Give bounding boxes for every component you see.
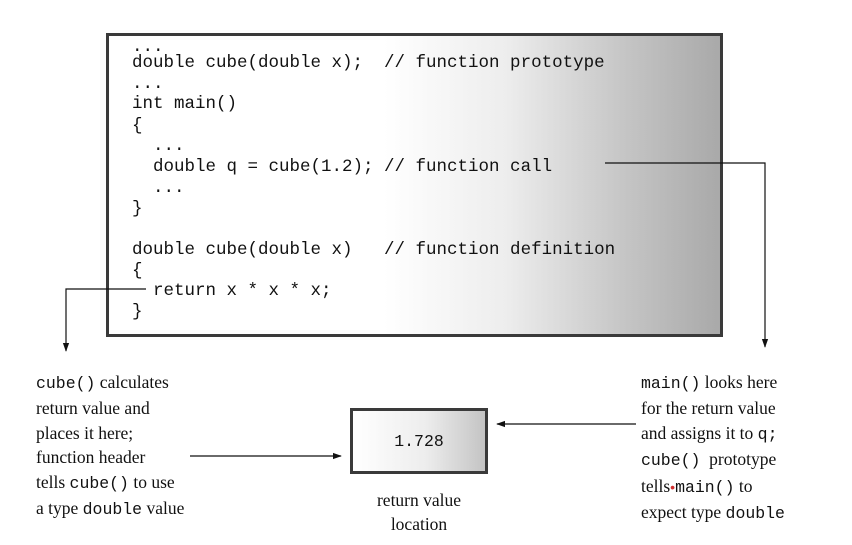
left-note-line-3: places it here; <box>36 422 134 443</box>
right-note-line-1: main() looks here <box>641 372 778 393</box>
return-value-caption: return value location <box>340 488 498 536</box>
left-annotation: cube() calculates return value and place… <box>36 370 184 522</box>
right-annotation: main() looks here for the return value a… <box>641 370 785 526</box>
arrow-return-to-note <box>62 288 146 352</box>
code-line-12: { <box>132 261 143 281</box>
code-line-1: ... <box>132 37 164 57</box>
code-listing-box: ... double cube(double x); // function p… <box>106 33 723 337</box>
right-note-line-4: cube() prototype <box>641 449 777 471</box>
code-line-11: double cube(double x) // function defini… <box>132 240 616 260</box>
code-line-5: { <box>132 116 143 136</box>
code-line-3: ... <box>132 74 164 94</box>
code-line-4: int main() <box>132 94 238 114</box>
right-note-line-3: and assigns it to q; <box>641 422 778 444</box>
code-line-7: double q = cube(1.2); // function call <box>132 157 553 177</box>
code-line-13: return x * x * x; <box>132 281 332 301</box>
code-line-6: ... <box>132 136 185 156</box>
right-note-line-2: for the return value <box>641 398 776 419</box>
arrow-call-to-note <box>605 162 769 348</box>
code-line-9: } <box>132 199 143 219</box>
code-line-14: } <box>132 302 143 322</box>
right-note-line-6: expect type double <box>641 502 785 524</box>
return-value-box: 1.728 <box>350 408 488 474</box>
code-line-2: double cube(double x); // function proto… <box>132 53 605 73</box>
bullet-dot: • <box>670 478 676 495</box>
caption-line-2: location <box>390 514 448 534</box>
return-value: 1.728 <box>394 431 444 451</box>
left-note-line-2: return value and <box>36 398 150 419</box>
left-note-line-4: function header <box>36 447 146 468</box>
left-note-line-5: tells cube() to use <box>36 471 175 493</box>
code-line-8: ... <box>132 178 185 198</box>
right-note-line-5: tells•main() to <box>641 475 753 497</box>
left-note-line-1: cube() calculates <box>36 372 169 393</box>
caption-line-1: return value <box>376 490 462 510</box>
left-note-line-6: a type double value <box>36 498 185 520</box>
